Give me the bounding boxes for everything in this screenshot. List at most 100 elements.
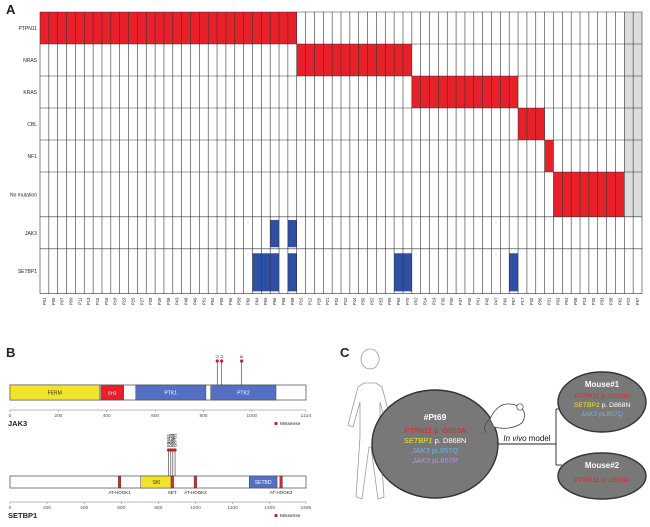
heatmap-column-label: P23 <box>122 297 127 305</box>
heatmap-cell-mutation <box>110 12 120 44</box>
axis-tick-label: 400 <box>103 413 111 419</box>
axis-tick-label: 1000 <box>190 505 201 511</box>
gene-name: SETBP1 <box>8 511 37 520</box>
heatmap-column-label: P43 <box>175 297 180 305</box>
heatmap-cell-mutation <box>163 12 173 44</box>
protein-change: pL857Q <box>432 446 459 455</box>
heatmap-cell-mutation <box>376 44 386 76</box>
model-word: model <box>527 434 551 443</box>
heatmap-column-label: P60 <box>246 297 251 305</box>
heatmap-cell-mutation <box>580 172 589 217</box>
heatmap-column-label: P28 <box>148 297 153 305</box>
heatmap-column-label: P01 <box>42 297 47 305</box>
heatmap-row-label: NRAS <box>23 58 38 64</box>
heatmap-column-label: P37 <box>458 297 463 305</box>
heatmap-cell-mutation <box>491 76 501 108</box>
heatmap-cell-mutation <box>509 76 519 108</box>
heatmap-cell-mutation <box>128 12 138 44</box>
heatmap-column-label: P24 <box>334 297 339 305</box>
heatmap-column-label: P08 <box>573 297 578 305</box>
heatmap-cell-mutation <box>225 12 235 44</box>
heatmap-cell-mutation <box>199 12 209 44</box>
heatmap-cell-mutation <box>252 12 262 44</box>
gene-name: SETBP1 <box>404 436 435 445</box>
domain-at-hook1 <box>118 475 122 489</box>
heatmap-cell-mutation <box>66 12 76 44</box>
heatmap-column-label: P38 <box>609 297 614 305</box>
in-vivo-italic: In vivo <box>503 434 527 443</box>
mouse1-mutation-line: JAK3 pL857Q <box>580 411 623 418</box>
mouse-ear-icon <box>516 403 524 411</box>
heatmap-column-label: P11 <box>77 297 82 305</box>
heatmap-cell-mutation <box>208 12 218 44</box>
axis-tick-label: 0 <box>9 413 12 419</box>
heatmap-column-label: P22 <box>626 297 631 305</box>
heatmap-cell-mutation <box>279 12 288 44</box>
heatmap-cell-mutation <box>172 12 182 44</box>
heatmap-column-label: P12 <box>308 297 313 305</box>
heatmap-cell-na <box>624 12 634 44</box>
heatmap-cell-mutation <box>385 44 395 76</box>
heatmap-column-label: P67 <box>511 297 516 305</box>
axis-tick-label: 1200 <box>227 505 238 511</box>
heatmap-cell-mutation <box>190 12 200 44</box>
heatmap-column-label: P45 <box>485 297 490 305</box>
heatmap-column-label: P55 <box>219 297 224 305</box>
domain-label: AT-HOOK3 <box>270 490 293 495</box>
heatmap-cell-mutation <box>75 12 85 44</box>
protein-change: p. G503A <box>434 426 466 435</box>
mouse2-mutation-line: PTPN11 p. G503A <box>574 477 630 484</box>
gene-name: PTPN11 <box>404 426 434 435</box>
heatmap-cell-mutation <box>588 172 598 217</box>
heatmap-column-label: P16 <box>104 297 109 305</box>
heatmap-cell-mutation <box>119 12 129 44</box>
gene-name: PTPN11 <box>574 393 601 400</box>
mouse2-title: Mouse#2 <box>585 461 620 470</box>
heatmap-cell-jak_setbp <box>261 253 271 292</box>
axis-tick-label: 800 <box>199 413 207 419</box>
heatmap-cell-na <box>633 76 642 108</box>
heatmap-cell-mutation <box>57 12 67 44</box>
heatmap-cell-mutation <box>456 76 465 108</box>
patient-id: #Pt69 <box>424 412 447 422</box>
heatmap-column-label: P59 <box>387 297 392 305</box>
heatmap-cell-mutation <box>535 108 545 140</box>
heatmap-column-label: P60 <box>502 297 507 305</box>
heatmap-column-label: P19 <box>431 297 436 305</box>
domain-ptk2 <box>210 384 277 401</box>
patient-mutation-line: JAK3 pL857P <box>411 456 458 465</box>
mutation-dot <box>215 359 219 363</box>
gene-name: JAK3 <box>8 419 27 428</box>
heatmap-column-label: P13 <box>86 297 91 305</box>
mutation-dot <box>220 359 224 363</box>
domain-label: SET <box>168 490 177 495</box>
heatmap-cell-mutation <box>358 44 368 76</box>
mutation-dot <box>173 448 177 452</box>
heatmap-cell-mutation <box>438 76 448 108</box>
heatmap-column-label: P44 <box>352 297 357 305</box>
mutation-dot <box>166 448 171 452</box>
mutation-label: L857P <box>215 355 220 358</box>
heatmap-column-label: P62 <box>617 297 622 305</box>
mutation-label: L857Q <box>219 355 224 358</box>
heatmap-cell-mutation <box>270 12 280 44</box>
domain-label: PTK1 <box>165 391 178 397</box>
axis-tick-label: 1224 <box>301 413 312 419</box>
heatmap-cell-mutation <box>526 108 536 140</box>
heatmap-cell-mutation <box>146 12 156 44</box>
heatmap-column-label: P50 <box>361 297 366 305</box>
protein-change: pL857P <box>432 456 458 465</box>
heatmap-column-label: P04 <box>564 297 569 305</box>
heatmap-column-label: P57 <box>635 297 640 305</box>
heatmap-cell-mutation <box>341 44 350 76</box>
heatmap-cell-mutation <box>500 76 510 108</box>
heatmap-cell-mutation <box>518 108 527 140</box>
heatmap-column-label: P32 <box>529 297 534 305</box>
heatmap-cell-mutation <box>597 172 607 217</box>
heatmap-column-label: P51 <box>201 297 206 305</box>
mouse-icon <box>489 403 525 429</box>
mouse1-mutation-line: PTPN11 p. G503A <box>574 393 630 400</box>
heatmap-cell-mutation <box>305 44 315 76</box>
